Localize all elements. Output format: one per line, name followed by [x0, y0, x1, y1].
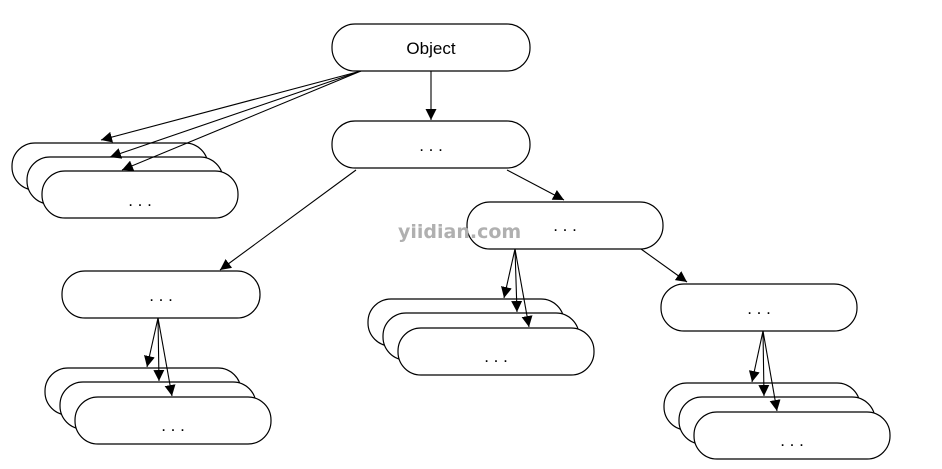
edge-left-to-stack-3 — [157, 317, 176, 397]
leaf-stack-bottom-right-label: . . . — [780, 431, 804, 450]
leaf-stack-bottom-left-label: . . . — [161, 416, 185, 435]
leaf-stack-bottom-right: . . . — [663, 382, 891, 460]
edge-root-to-left-stack-3 — [121, 70, 362, 171]
leaf-stack-bottom-left: . . . — [44, 367, 272, 445]
middle-node-label: . . . — [419, 136, 443, 155]
left-node: . . . — [61, 270, 261, 319]
edge-far-right-to-stack-3 — [762, 330, 781, 412]
root-label: Object — [406, 39, 455, 58]
leaf-stack-bottom-middle: . . . — [367, 298, 595, 376]
edge-right-to-stack-1 — [501, 248, 516, 299]
edge-left-to-stack-2 — [153, 317, 165, 382]
right-node-label: . . . — [553, 216, 577, 235]
edge-right-to-far-right — [640, 248, 688, 283]
edges — [100, 70, 781, 412]
far-right-node: . . . — [660, 283, 858, 332]
edge-far-right-to-stack-1 — [748, 330, 764, 383]
leaf-stack-bottom-middle-label: . . . — [484, 347, 508, 366]
edge-right-to-stack-2 — [511, 248, 523, 313]
watermark-text: yiidian.com — [398, 221, 521, 243]
middle-node: . . . — [331, 120, 531, 169]
far-right-node-label: . . . — [747, 299, 771, 318]
edge-right-to-stack-3 — [514, 248, 533, 328]
leaf-stack-left-label: . . . — [128, 191, 152, 210]
edge-far-right-to-stack-2 — [758, 330, 770, 397]
edge-middle-to-right — [506, 169, 565, 201]
edge-middle-to-left — [219, 169, 357, 271]
edge-left-to-stack-1 — [144, 317, 159, 368]
edge-root-to-left-stack-2 — [109, 70, 362, 159]
right-node: . . . — [466, 201, 664, 250]
left-node-label: . . . — [149, 286, 173, 305]
root-node: Object — [331, 23, 531, 72]
edge-root-to-left-stack-1 — [100, 70, 362, 143]
leaf-stack-left: . . . — [11, 142, 239, 219]
